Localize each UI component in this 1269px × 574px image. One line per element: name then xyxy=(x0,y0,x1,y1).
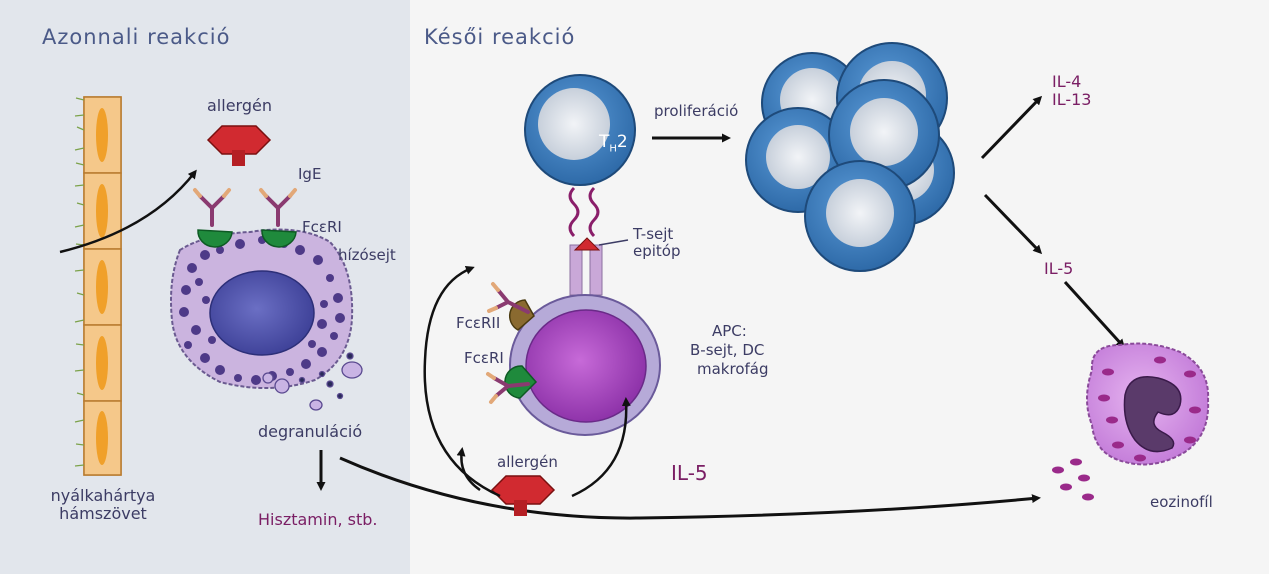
label-t-cell-line1: T-sejt xyxy=(633,225,674,243)
fceri2-receptor xyxy=(487,282,535,331)
label-apc-line3: makrofág xyxy=(697,359,769,378)
arrow-to-il4-il13 xyxy=(980,95,1043,160)
label-allergen-bottom: allergén xyxy=(497,453,558,471)
label-il4-il13: IL-4 IL-13 xyxy=(1052,72,1092,110)
eosinophil-granules-released xyxy=(1052,458,1094,501)
arrow-to-il5 xyxy=(983,193,1043,255)
label-mucosa-line2: hámszövet xyxy=(59,504,147,524)
arrow-il5-to-eosinophil xyxy=(1063,280,1126,349)
label-degranulation: degranuláció xyxy=(258,422,363,441)
label-mast-cell: hízósejt xyxy=(338,246,396,264)
eosinophil-cell xyxy=(1052,342,1210,501)
label-histamine: Hisztamin, stb. xyxy=(258,510,378,529)
label-mucosa: nyálkahártya hámszövet xyxy=(38,486,168,524)
label-il5-center: IL-5 xyxy=(671,461,708,485)
allergen-top-icon xyxy=(206,125,272,166)
label-apc-line1: APC: xyxy=(712,322,747,340)
heading-late-reaction: Késői reakció xyxy=(424,25,576,49)
arrow-allergen-loop-outer xyxy=(423,265,501,498)
fceri-bottom-receptor xyxy=(486,365,538,404)
mast-cell xyxy=(170,228,354,389)
arrow-epithelium-to-allergen xyxy=(59,169,197,254)
mhc-epitope xyxy=(569,237,629,296)
label-eosinophil: eozinofíl xyxy=(1150,493,1213,511)
label-th2-num: 2 xyxy=(616,132,628,152)
heading-immediate-reaction: Azonnali reakció xyxy=(42,25,231,49)
label-ige: IgE xyxy=(298,165,322,183)
th2-cell-cluster xyxy=(745,42,955,272)
label-t-cell-epitope: T-sejt epitóp xyxy=(633,225,681,261)
label-allergen-top: allergén xyxy=(207,96,272,115)
label-apc: APC: B-sejt, DC makrofág xyxy=(690,322,769,378)
label-th2: TH2 xyxy=(599,132,628,155)
label-il5-right: IL-5 xyxy=(1044,259,1074,278)
t-cell-receptor xyxy=(568,186,600,238)
label-th2-sub: H xyxy=(609,143,617,155)
fceri-receptor-right xyxy=(261,229,297,248)
label-il13: IL-13 xyxy=(1052,90,1092,110)
label-th2-main: T xyxy=(599,132,610,152)
label-fceri-top: FcεRI xyxy=(302,218,342,236)
arrow-histamine-to-eosinophil xyxy=(339,456,1041,520)
degranulation-particles xyxy=(262,352,363,411)
label-fceri-bottom: FcεRI xyxy=(464,349,504,367)
epithelium-column xyxy=(74,96,122,476)
label-il4: IL-4 xyxy=(1052,72,1082,91)
arrow-allergen-loop-inner xyxy=(456,447,481,492)
th2-cell xyxy=(524,74,636,186)
fceri-receptor-left xyxy=(197,229,233,248)
arrow-allergen-to-apc xyxy=(571,397,631,498)
label-proliferation: proliferáció xyxy=(654,102,739,120)
label-fceri2: FcεRII xyxy=(456,314,501,332)
label-apc-line2: B-sejt, DC xyxy=(690,340,765,359)
ige-antibody-right xyxy=(259,188,297,227)
ige-antibody-left xyxy=(193,188,231,227)
allergen-bottom-icon xyxy=(490,475,556,516)
label-t-cell-line2: epitóp xyxy=(633,242,681,261)
label-mucosa-line1: nyálkahártya xyxy=(50,486,156,505)
